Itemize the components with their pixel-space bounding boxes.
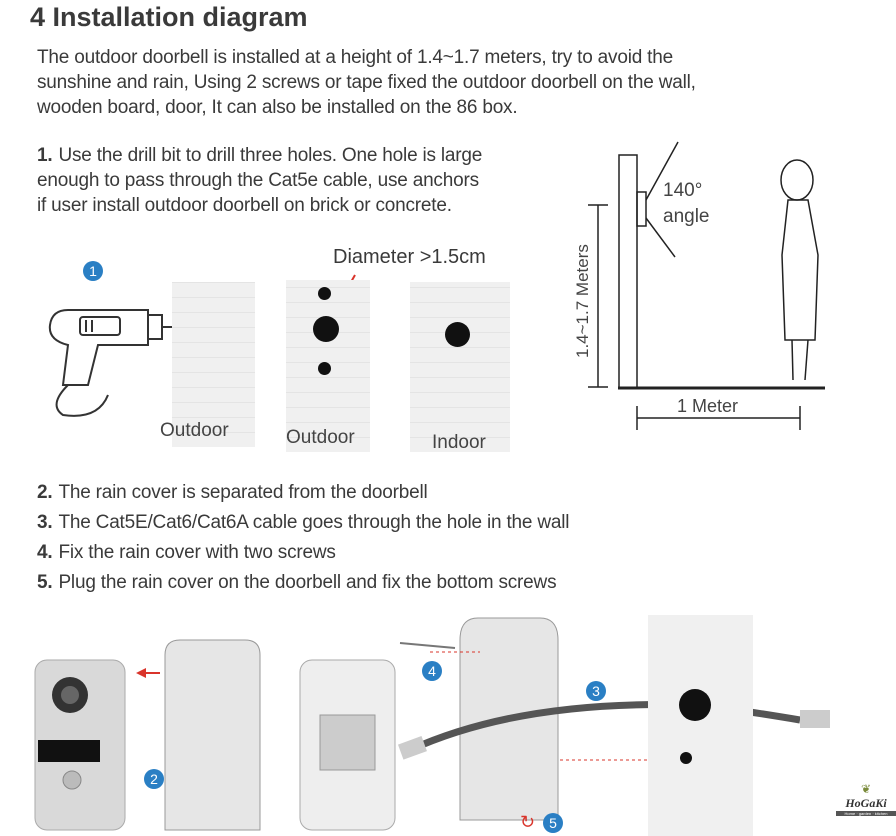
- wall-section: [648, 615, 753, 836]
- step-number: 1.: [37, 145, 53, 166]
- step-text: The rain cover is separated from the doo…: [58, 482, 428, 503]
- logo-name: HoGaKi: [845, 796, 887, 810]
- step-1-line: if user install outdoor doorbell on bric…: [37, 195, 452, 216]
- cable-hole: [445, 322, 470, 347]
- step-text: Plug the rain cover on the doorbell and …: [58, 572, 557, 593]
- panel-label: Outdoor: [160, 420, 229, 441]
- step-text: Use the drill bit to drill three holes. …: [58, 145, 483, 166]
- step-text: The Cat5E/Cat6/Cat6A cable goes through …: [58, 512, 570, 533]
- step-line: 3.The Cat5E/Cat6/Cat6A cable goes throug…: [37, 512, 569, 534]
- wall-panel-indoor: [410, 282, 510, 452]
- section-title: 4 Installation diagram: [30, 2, 308, 32]
- leaf-icon: ❦: [860, 782, 872, 796]
- panel-label: Indoor: [432, 432, 486, 453]
- step-badge: 3: [586, 681, 606, 701]
- angle-value: 140°: [663, 180, 702, 201]
- height-label: 1.4~1.7 Meters: [573, 244, 592, 358]
- wall-panel-outdoor-holes: [286, 280, 370, 452]
- intro-line: sunshine and rain, Using 2 screws or tap…: [37, 72, 696, 93]
- step-number: 5.: [37, 572, 53, 593]
- height-diagram: 140° angle 1.4~1.7 Meters 1 Meter: [573, 141, 825, 430]
- diameter-label: Diameter >1.5cm: [333, 246, 486, 268]
- step-1-line: enough to pass through the Cat5e cable, …: [37, 170, 479, 191]
- step-line: 4.Fix the rain cover with two screws: [37, 542, 336, 564]
- logo-tagline: Home · garden · kitchen: [836, 811, 896, 816]
- assembly-illustration: [34, 615, 830, 836]
- step-text: Fix the rain cover with two screws: [58, 542, 336, 563]
- person-icon: [780, 159, 819, 381]
- step-number: 2.: [37, 482, 53, 503]
- panel-label: Outdoor: [286, 427, 355, 448]
- cable: [408, 701, 691, 754]
- step-badge: 1: [83, 261, 103, 281]
- intro-line: wooden board, door, It can also be insta…: [37, 97, 518, 118]
- step-badge: 4: [422, 661, 442, 681]
- step-number: 4.: [37, 542, 53, 563]
- wall-panel-outdoor: [172, 282, 255, 447]
- distance-label: 1 Meter: [677, 396, 738, 416]
- step-badge: 5: [543, 813, 563, 833]
- hole: [318, 287, 331, 300]
- brand-logo: ❦ HoGaKi Home · garden · kitchen: [836, 782, 896, 816]
- step-line: 5.Plug the rain cover on the doorbell an…: [37, 572, 557, 594]
- hole: [318, 362, 331, 375]
- rain-cover: [164, 639, 261, 831]
- step-number: 3.: [37, 512, 53, 533]
- angle-word: angle: [663, 206, 710, 227]
- intro-line: The outdoor doorbell is installed at a h…: [37, 47, 673, 68]
- step-1-line: 1.Use the drill bit to drill three holes…: [37, 145, 482, 167]
- step-line: 2.The rain cover is separated from the d…: [37, 482, 428, 504]
- step-badge: 2: [144, 769, 164, 789]
- rotate-arrow-icon: ↻: [520, 812, 536, 832]
- cable-hole: [313, 316, 339, 342]
